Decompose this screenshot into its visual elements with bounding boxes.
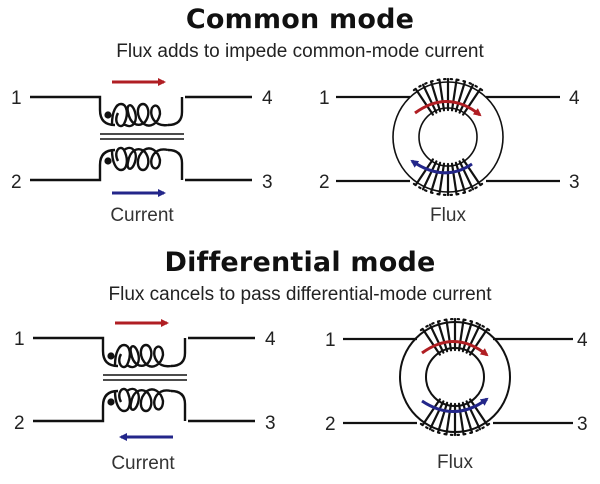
- winding-turn: [436, 401, 449, 434]
- winding-outer-edge: [419, 317, 491, 332]
- pin-1-label: 1: [14, 329, 25, 350]
- winding-turn: [457, 402, 465, 436]
- pin-4-label: 4: [262, 88, 273, 109]
- winding-turn: [469, 398, 489, 427]
- winding-turn: [421, 398, 441, 427]
- pin-1-label: 1: [319, 88, 330, 109]
- flux-arrow-top: [421, 340, 489, 357]
- winding-turn: [461, 401, 474, 434]
- common-mode-title: Common mode: [185, 4, 415, 35]
- winding-turn: [445, 318, 453, 352]
- flux-caption: Flux: [437, 452, 473, 473]
- polarity-dot-bottom: [104, 157, 112, 165]
- winding-turn: [454, 80, 467, 113]
- flux-arrow-bottom: [410, 159, 473, 175]
- toroid-windings: [419, 317, 491, 437]
- winding-turn: [450, 78, 458, 112]
- winding-turn: [438, 78, 446, 112]
- current-caption: Current: [111, 453, 175, 474]
- winding-turn: [465, 323, 482, 354]
- winding-outer-edge: [419, 422, 491, 437]
- winding-turn: [429, 80, 442, 113]
- winding-turn: [457, 318, 465, 352]
- pin-2-label: 2: [14, 413, 25, 434]
- winding-turn: [428, 323, 445, 354]
- pin-2-label: 2: [319, 172, 330, 193]
- common-mode-subtitle: Flux adds to impede common-mode current: [116, 41, 484, 62]
- winding-turn: [414, 87, 434, 116]
- winding-turn: [438, 162, 446, 196]
- toroid-inner: [425, 347, 485, 407]
- differential-mode-schematic: 1 4 2 3 Current: [14, 319, 276, 474]
- toroid-inner: [418, 107, 478, 167]
- flux-caption: Flux: [430, 205, 466, 226]
- flux-arrow-bottom: [421, 397, 489, 413]
- winding-outer-edge: [412, 77, 484, 92]
- pin-4-label: 4: [569, 88, 580, 109]
- flux-arrow-top: [414, 100, 482, 117]
- current-caption: Current: [110, 205, 174, 226]
- winding-turn: [436, 320, 449, 353]
- polarity-dot-top: [107, 352, 115, 360]
- pin-3-label: 3: [265, 413, 276, 434]
- differential-mode-toroid: 1 4 2 3 Flux: [325, 317, 588, 473]
- winding-turn: [421, 160, 438, 191]
- top-winding: [30, 95, 252, 127]
- winding-turn: [454, 161, 467, 194]
- winding-turn: [462, 87, 482, 116]
- winding-turn: [429, 161, 442, 194]
- winding-turn: [421, 327, 441, 356]
- winding-turn: [469, 327, 489, 356]
- differential-mode-subtitle: Flux cancels to pass differential-mode c…: [108, 284, 492, 305]
- winding-turn: [450, 162, 458, 196]
- pin-3-label: 3: [577, 414, 588, 435]
- pin-1-label: 1: [11, 88, 22, 109]
- differential-mode-title: Differential mode: [164, 247, 436, 278]
- winding-turn: [414, 158, 434, 187]
- polarity-dot-top: [104, 111, 112, 119]
- pin-4-label: 4: [265, 329, 276, 350]
- winding-turn: [458, 160, 475, 191]
- winding-turn: [462, 158, 482, 187]
- winding-turn: [465, 400, 482, 431]
- winding-turn: [421, 83, 438, 114]
- pin-2-label: 2: [325, 414, 336, 435]
- pin-3-label: 3: [262, 172, 273, 193]
- pin-1-label: 1: [325, 330, 336, 351]
- winding-turn: [445, 402, 453, 436]
- winding-turn: [461, 320, 474, 353]
- toroid-windings: [412, 77, 484, 197]
- pin-4-label: 4: [577, 330, 588, 351]
- common-mode-schematic: 1 4 2 3 Current: [11, 78, 273, 226]
- winding-turn: [428, 400, 445, 431]
- common-mode-toroid: 1 4 2 3 Flux: [319, 77, 580, 226]
- winding-turn: [458, 83, 475, 114]
- polarity-dot-bottom: [107, 398, 115, 406]
- winding-outer-edge: [412, 182, 484, 197]
- pin-3-label: 3: [569, 172, 580, 193]
- pin-2-label: 2: [11, 172, 22, 193]
